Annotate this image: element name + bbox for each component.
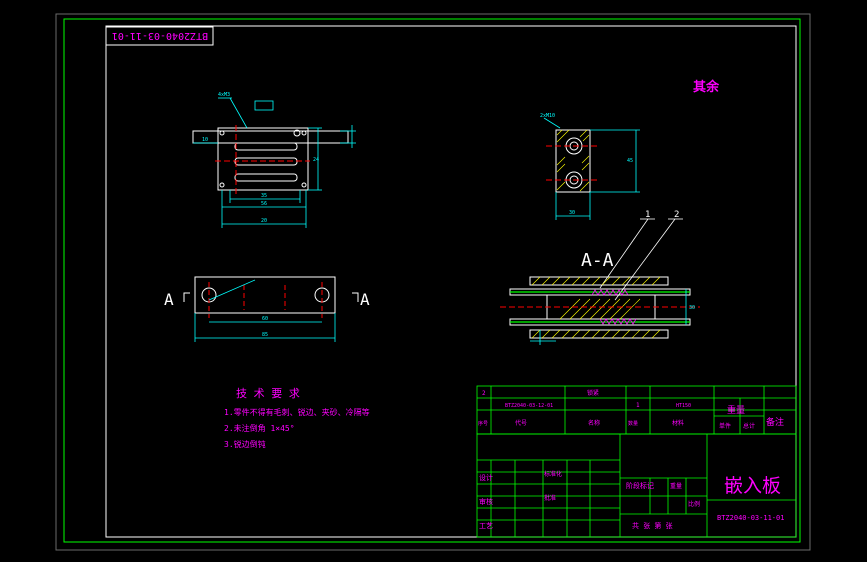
bom-header-code: 代号	[515, 419, 527, 427]
bom-header-unit: 单件	[719, 422, 731, 430]
leader-number-2: 2	[674, 210, 679, 220]
title-block-text: 2 BTZ2040-03-12-01 锁紧 1 HT150 序号 代号 名称 数…	[478, 389, 784, 530]
bom-header-remark: 备注	[766, 416, 784, 428]
label-stage-mark: 阶段标记	[626, 481, 654, 490]
roughness-note: 其余	[693, 79, 720, 95]
top-view-dim-text: 4xM3 10 24 35 56 20	[202, 92, 319, 224]
label-sheet: 共 张 第 张	[632, 521, 673, 530]
section-mark-left: A	[164, 290, 174, 309]
right-view-centerline	[546, 145, 600, 181]
title-block-grid	[476, 385, 797, 538]
right-view-hatch	[556, 129, 590, 192]
section-dimensions	[530, 289, 687, 345]
top-view-dimensions	[193, 97, 356, 228]
hole-note-right: 2xM10	[540, 113, 555, 119]
inner-frame	[105, 25, 797, 538]
right-view-dim-text: 2xM10 45 30	[540, 113, 633, 216]
dim-front-85: 85	[262, 332, 268, 338]
top-view	[192, 127, 349, 191]
part-name: 嵌入板	[724, 475, 781, 497]
leader-number-1: 1	[645, 210, 650, 220]
bom-header-qty: 数量	[628, 420, 638, 427]
section-threads	[591, 289, 637, 325]
bom-code: BTZ2040-03-12-01	[505, 403, 553, 409]
dim-top-35: 35	[261, 193, 267, 199]
label-check: 审核	[479, 497, 493, 506]
label-scale: 比例	[688, 500, 700, 508]
dim-top-56: 56	[261, 201, 267, 207]
notes-title: 技 术 要 求	[236, 387, 300, 400]
section-label: A-A	[581, 250, 614, 271]
bom-header-total: 总计	[743, 422, 755, 430]
dim-right-30: 30	[569, 210, 575, 216]
dim-top-10: 10	[202, 137, 208, 143]
right-view-dimensions	[543, 117, 640, 220]
rotated-part-number: BTZ2040-03-11-01	[112, 30, 208, 41]
dim-top-20: 20	[261, 218, 267, 224]
label-standard: 标准化	[544, 470, 562, 478]
label-approve: 批准	[544, 494, 556, 502]
bom-header-weight: 重量	[727, 404, 745, 416]
bom-seq: 2	[482, 390, 486, 397]
note-item-2: 2.未注倒角 1×45°	[224, 423, 295, 433]
bom-header-seq: 序号	[478, 420, 488, 427]
section-hatch	[531, 276, 661, 339]
rotated-part-number-box: BTZ2040-03-11-01	[105, 26, 214, 46]
outer-frame	[63, 18, 801, 543]
dim-right-45: 45	[627, 158, 633, 164]
note-item-1: 1.零件不得有毛刺、锐边、夹砂、冷隔等	[224, 407, 370, 417]
section-mark-right: A	[360, 290, 370, 309]
hole-note-top: 4xM3	[218, 92, 230, 98]
bom-header-material: 材料	[672, 419, 684, 427]
dim-front-60: 60	[262, 316, 268, 322]
drawing-number: BTZ2040-03-11-01	[717, 514, 784, 522]
note-item-3: 3.锐边倒钝	[224, 439, 266, 449]
viewport-bg	[55, 13, 811, 551]
front-view-dim-text: 60 85	[262, 316, 268, 338]
label-design: 设计	[479, 473, 493, 482]
section-markers	[183, 292, 359, 302]
dim-top-24: 24	[313, 157, 319, 163]
top-view-centerlines	[215, 125, 310, 195]
label-weight: 重量	[670, 482, 682, 490]
dim-section-30: 30	[689, 305, 695, 311]
bom-qty: 1	[636, 402, 640, 409]
label-process: 工艺	[479, 522, 493, 530]
bom-header-name: 名称	[588, 419, 600, 427]
bom-material: HT150	[676, 403, 691, 409]
front-view-dimensions	[194, 279, 336, 342]
bom-name: 锁紧	[587, 389, 599, 397]
